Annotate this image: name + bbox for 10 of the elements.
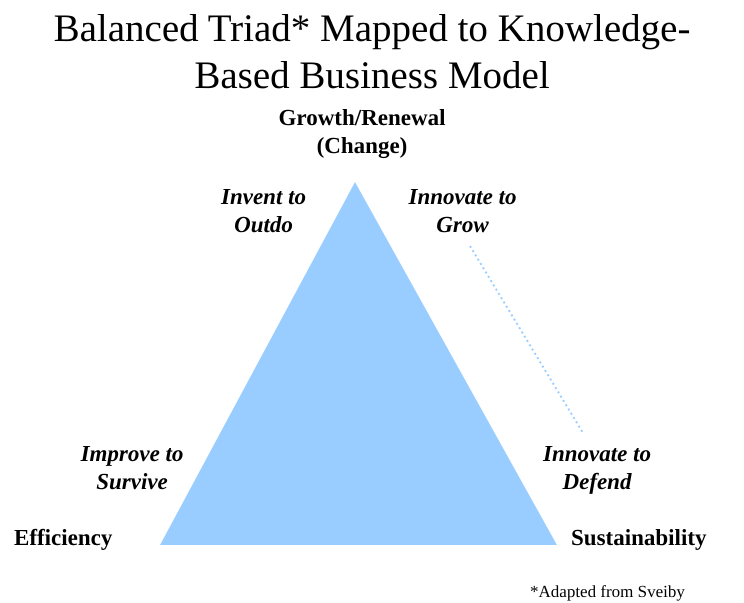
heading-label: Growth/Renewal (Change) <box>278 104 446 160</box>
dotted-line <box>469 245 584 434</box>
quadrant-label: Innovate to Defend <box>522 440 672 496</box>
quadrant-label: Invent to Outdo <box>220 183 307 238</box>
corner-label: Sustainability <box>571 525 706 551</box>
quadrant-label: Innovate to Grow <box>390 183 535 238</box>
quadrant-label: Improve to Survive <box>80 440 184 496</box>
footnote: *Adapted from Sveiby <box>530 582 685 602</box>
title: Balanced Triad* Mapped to Knowledge-Based Business Model <box>52 6 692 99</box>
corner-label: Efficiency <box>14 525 112 551</box>
